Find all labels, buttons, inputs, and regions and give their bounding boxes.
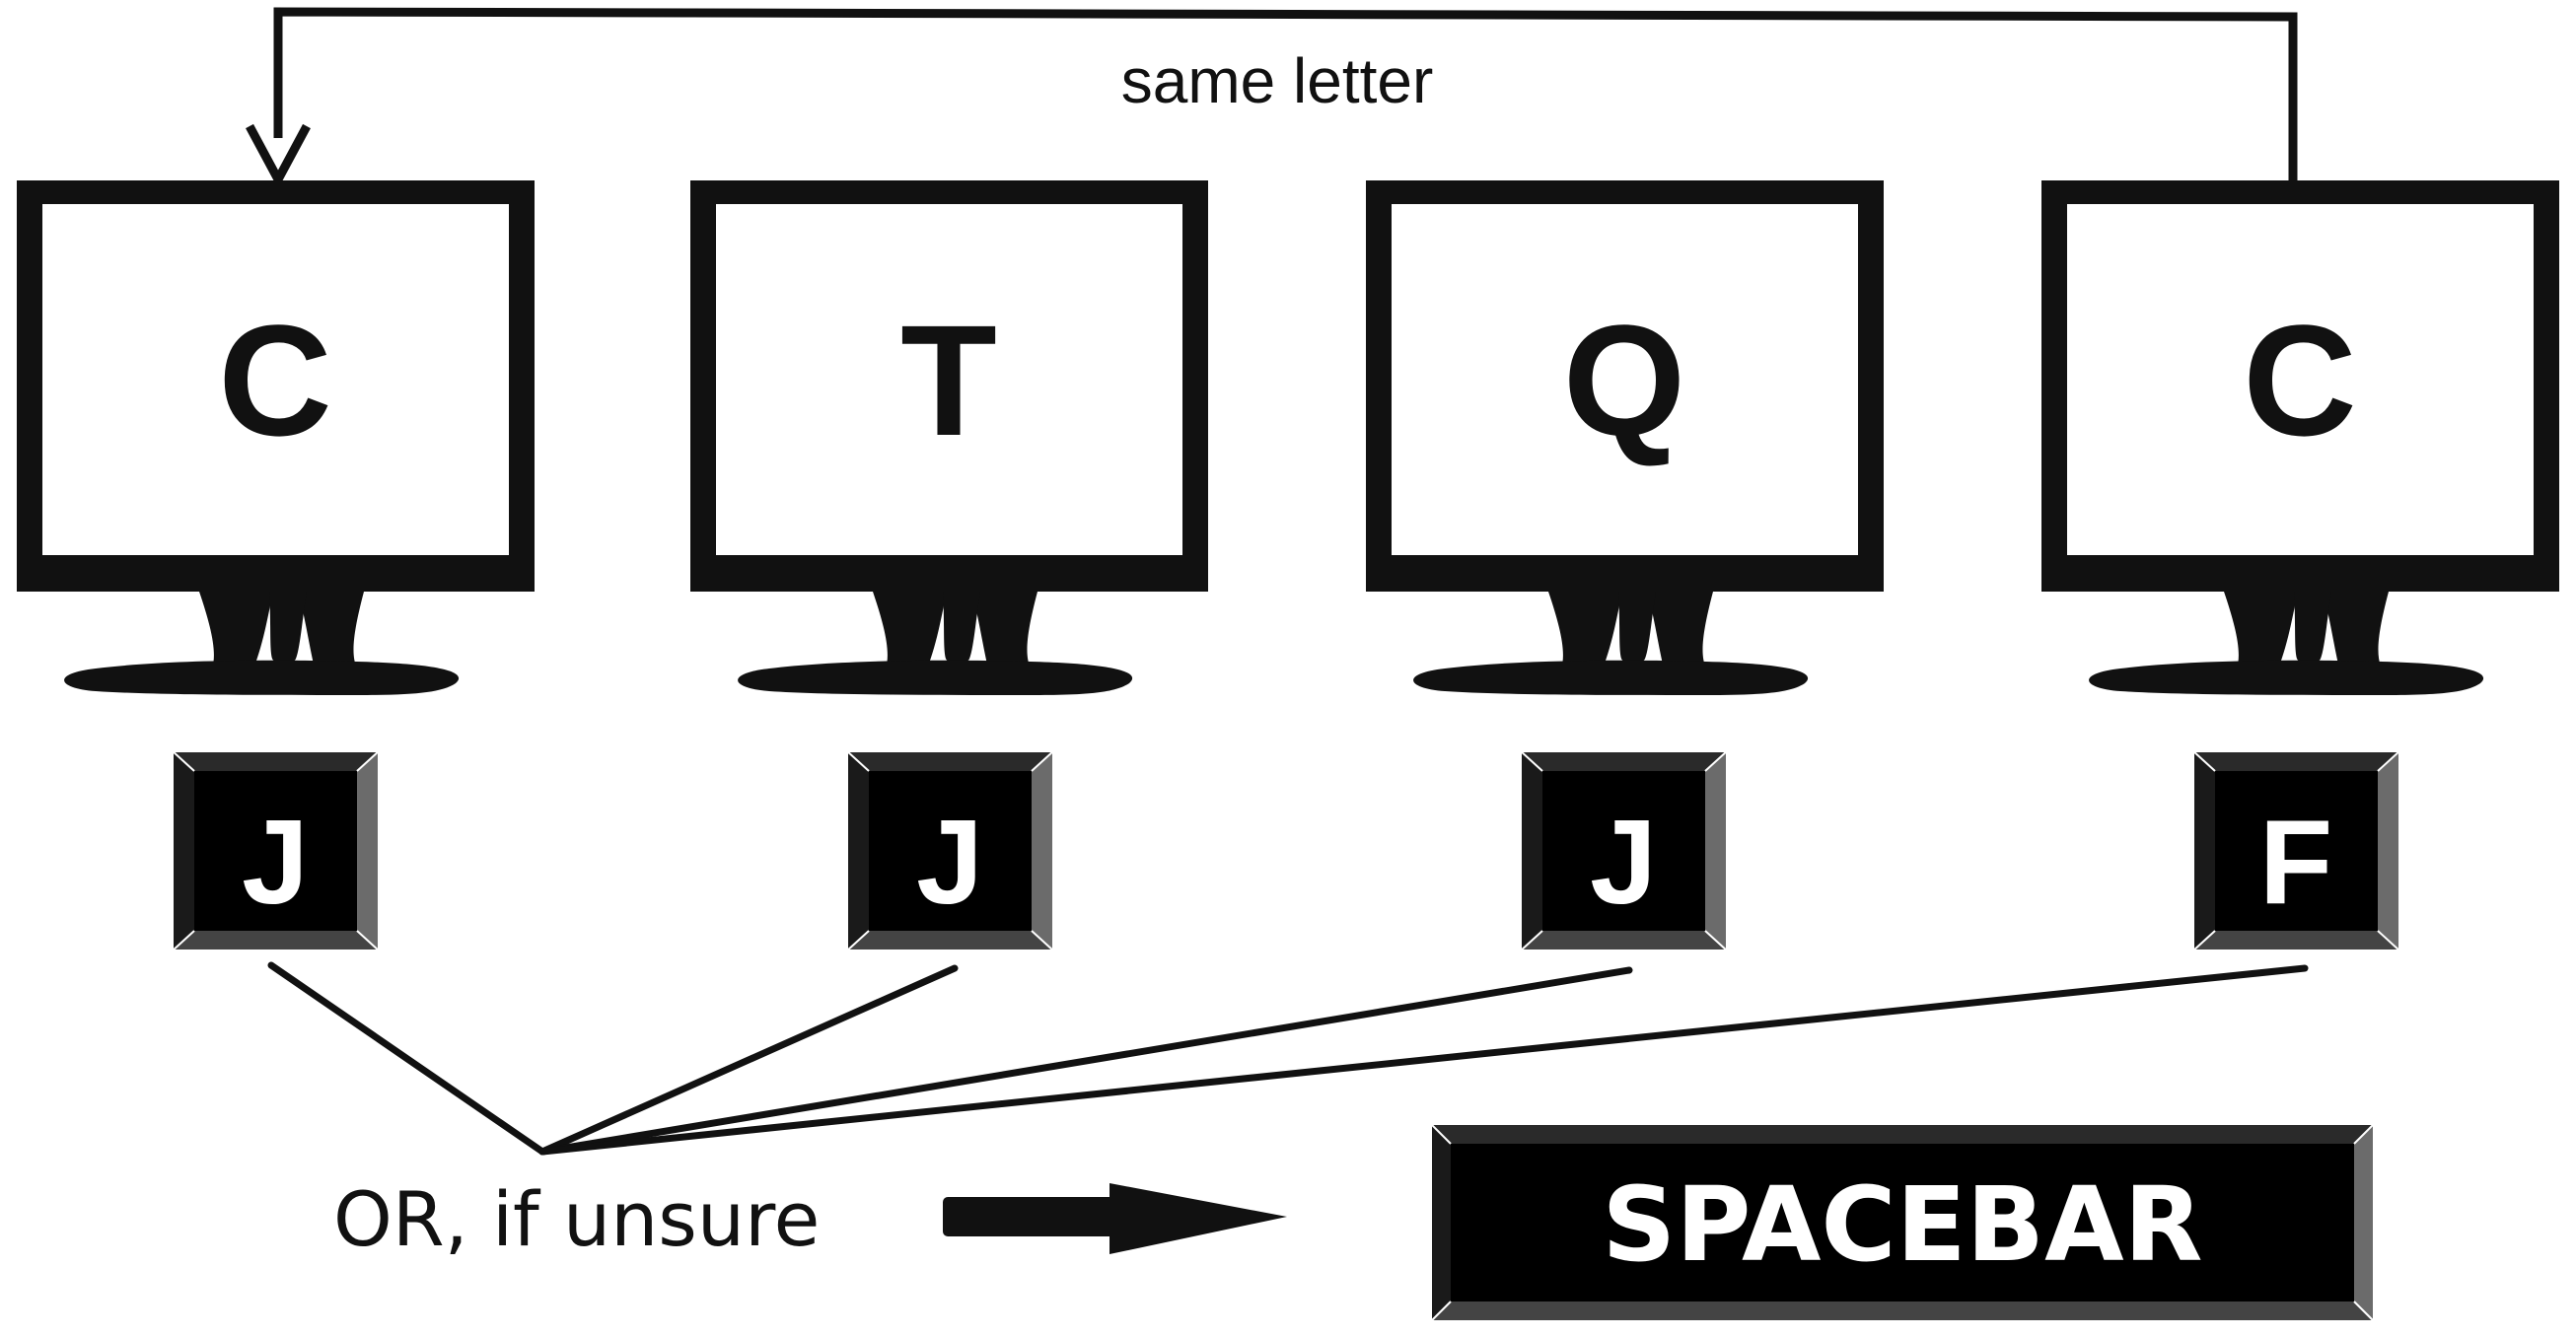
response-key-label: J [1590,795,1657,929]
connector-line-2 [538,964,959,1156]
keycap-icon [1429,1122,2376,1323]
screen-letter: C [2243,292,2357,468]
screen-letter: C [218,292,332,468]
spacebar-label: SPACEBAR [1602,1164,2202,1285]
response-key-1: J [171,749,381,952]
same-letter-label: same letter [1121,45,1434,116]
monitor-4: C [2041,180,2559,695]
right-arrow-icon [943,1183,1287,1254]
monitor-icon [2041,180,2559,695]
monitor-1: C [17,180,535,695]
same-letter-connector [246,7,2298,189]
connector-line-3 [538,966,1633,1156]
response-key-label: J [916,795,983,929]
monitor-icon [690,180,1208,695]
monitor-3: Q [1366,180,1884,695]
down-arrow-icon [246,123,311,189]
key-connector-lines [267,961,2309,1156]
response-key-2: J [845,749,1055,952]
keycap-icon [845,749,1055,952]
monitor-2: T [690,180,1208,695]
connector-line-4 [538,964,2309,1156]
same-letter-loop-line [273,7,2298,182]
response-key-4: F [2191,749,2401,952]
spacebar-key: SPACEBAR [1429,1122,2376,1323]
monitor-icon [1366,180,1884,695]
connector-line-1 [267,961,546,1156]
monitor-icon [17,180,535,695]
screen-letter: T [900,292,997,468]
response-key-label: F [2259,795,2333,929]
screen-letter: Q [1563,292,1685,468]
keycap-icon [171,749,381,952]
unsure-label: OR, if unsure [333,1175,820,1263]
keycap-icon [2191,749,2401,952]
keycap-icon [1519,749,1729,952]
response-key-3: J [1519,749,1729,952]
response-key-label: J [242,795,309,929]
